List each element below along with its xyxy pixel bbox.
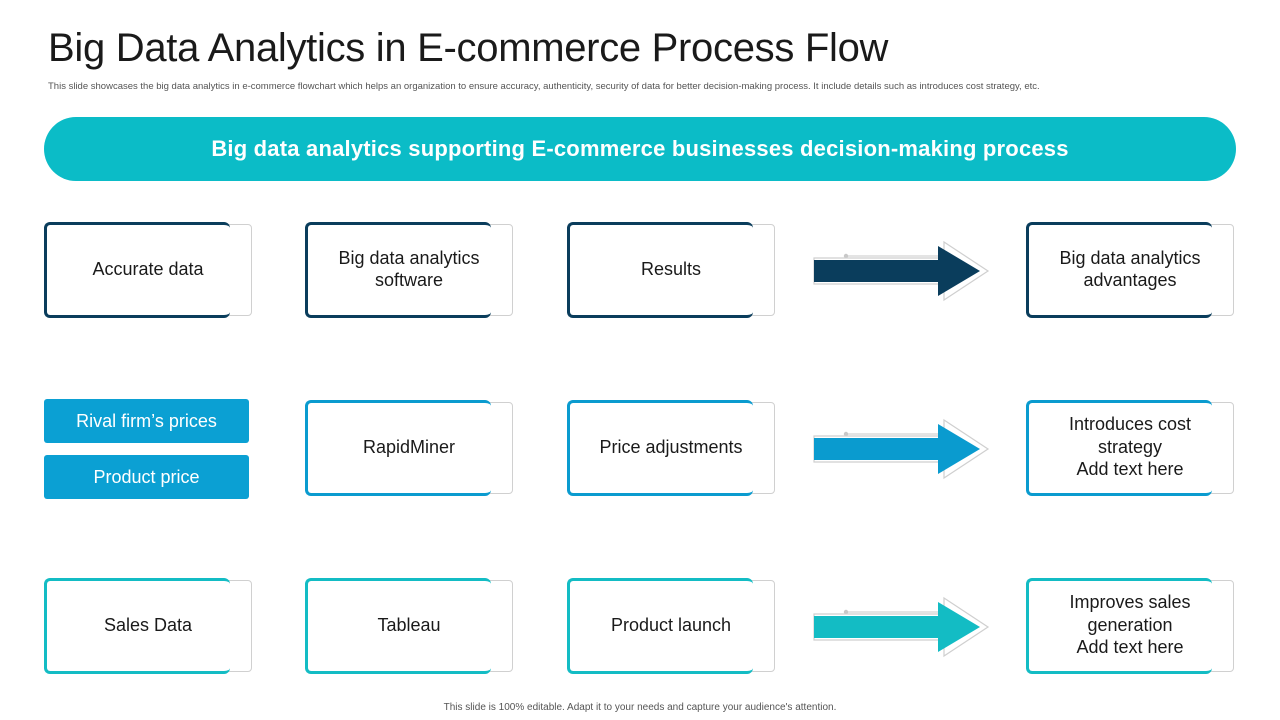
card-label: Improves sales generation Add text here [1069,592,1191,658]
card-big-data-software: Big data analytics software [305,222,513,318]
card-product-launch: Product launch [567,578,775,674]
card-label: Price adjustments [599,436,743,457]
card-label: Product launch [610,614,732,635]
card-accurate-data: Accurate data [44,222,252,318]
arrow-right-icon [813,240,990,302]
card-tableau: Tableau [305,578,513,674]
card-rapidminer: RapidMiner [305,400,513,496]
card-label: Big data analytics software [338,247,480,291]
page-subtitle: This slide showcases the big data analyt… [48,81,1040,92]
card-label: Results [640,258,702,279]
card-cost-strategy: Introduces cost strategy Add text here [1026,400,1234,496]
card-label: RapidMiner [362,436,456,457]
arrow-right-icon [813,596,990,658]
footer-note: This slide is 100% editable. Adapt it to… [443,702,837,713]
card-advantages: Big data analytics advantages [1026,222,1234,318]
header-banner: Big data analytics supporting E-commerce… [44,117,1236,181]
arrow-right-icon [813,418,990,480]
chip-rival-prices: Rival firm’s prices [44,399,249,443]
chip-product-price: Product price [44,455,249,499]
card-price-adjustments: Price adjustments [567,400,775,496]
card-label: Sales Data [103,614,193,635]
page-title: Big Data Analytics in E-commerce Process… [48,26,889,70]
card-results: Results [567,222,775,318]
card-label: Introduces cost strategy Add text here [1068,414,1192,480]
card-label: Tableau [377,614,441,635]
card-label: Big data analytics advantages [1059,247,1201,291]
card-sales-generation: Improves sales generation Add text here [1026,578,1234,674]
card-label: Accurate data [92,258,204,279]
banner-text: Big data analytics supporting E-commerce… [211,136,1069,161]
card-sales-data: Sales Data [44,578,252,674]
